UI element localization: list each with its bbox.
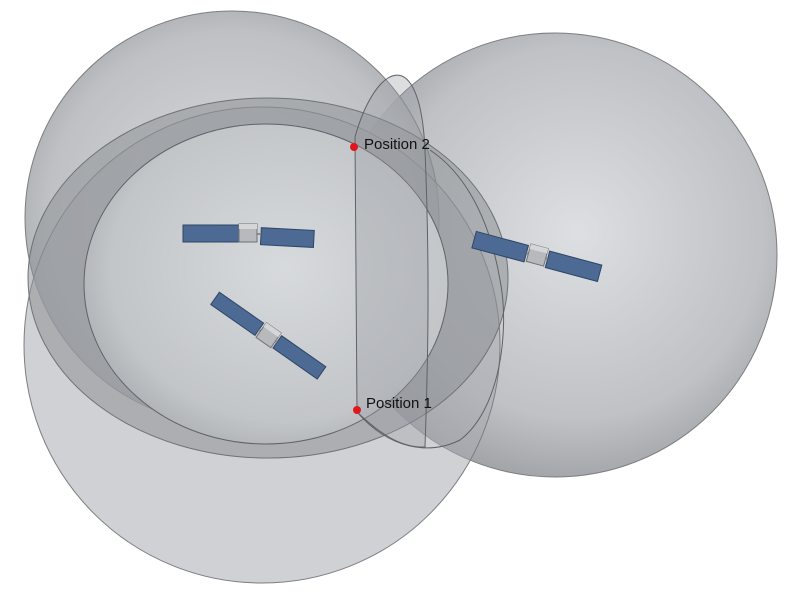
position-1-dot — [353, 406, 361, 414]
position-2-marker: Position 2 — [350, 136, 430, 153]
intersection-arc — [356, 149, 505, 449]
intersection-lens — [354, 74, 429, 448]
satellite-2 — [210, 291, 327, 380]
satellite-icon — [471, 230, 603, 283]
satellite-icon — [210, 291, 327, 380]
position-1-label: Position 1 — [366, 395, 432, 412]
position-1-marker: Position 1 — [353, 395, 432, 414]
satellite-icon — [182, 223, 315, 248]
position-2-dot — [350, 143, 358, 151]
satellite-1 — [182, 223, 315, 248]
satellite-3 — [471, 230, 603, 283]
position-2-label: Position 2 — [364, 136, 430, 153]
